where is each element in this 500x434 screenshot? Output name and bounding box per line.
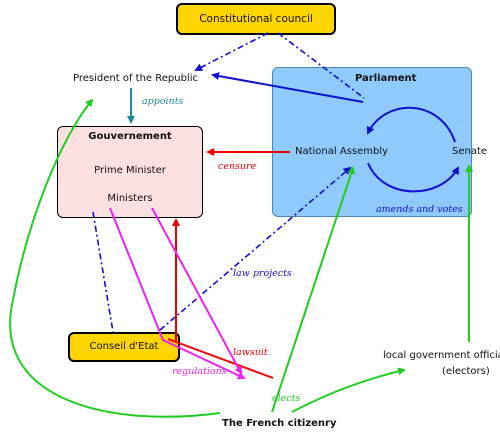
edge-council-parliament-dashed — [277, 32, 365, 99]
amends-votes-label: amends and votes — [376, 204, 463, 215]
edge-gov-conseil-dashed — [92, 211, 114, 333]
conseil-detat-label: Conseil d'Etat — [89, 341, 159, 352]
appoints-label: appoints — [142, 96, 184, 107]
gouvernement-box — [57, 126, 203, 218]
edge-council-president-dashed — [194, 32, 269, 71]
prime-minister-label: Prime Minister — [94, 165, 166, 176]
edge-parliament-president — [211, 72, 364, 103]
law-projects-label: law projects — [233, 268, 292, 279]
edge-elects-assembly — [271, 166, 355, 413]
lawsuit-label: lawsuit — [233, 347, 268, 358]
president-label: President of the Republic — [73, 73, 198, 84]
constitutional-council-box — [176, 3, 336, 35]
edge-regulations-a — [109, 207, 246, 380]
ministers-label: Ministers — [107, 193, 153, 204]
elects-label: elects — [272, 393, 301, 404]
senate-label: Senate — [452, 146, 488, 157]
regulations-label: regulations — [172, 366, 227, 377]
local-officials-label: local government officials — [383, 350, 500, 361]
edge-cycle-top — [367, 106, 456, 143]
parliament-title: Parliament — [355, 73, 417, 84]
edge-elects-local — [291, 367, 406, 413]
national-assembly-label: National Assembly — [295, 146, 389, 157]
edge-lawsuit — [167, 338, 274, 379]
edge-elects-president — [9, 98, 221, 418]
gouvernement-title: Gouvernement — [88, 131, 172, 142]
electors-label: (electors) — [442, 366, 490, 377]
edge-cycle-bottom — [367, 162, 459, 193]
citizenry-label: The French citizenry — [222, 418, 337, 429]
edge-regulations-b — [151, 207, 242, 375]
constitutional-council-label: Constitutional council — [199, 13, 313, 25]
censure-label: censure — [218, 161, 257, 172]
